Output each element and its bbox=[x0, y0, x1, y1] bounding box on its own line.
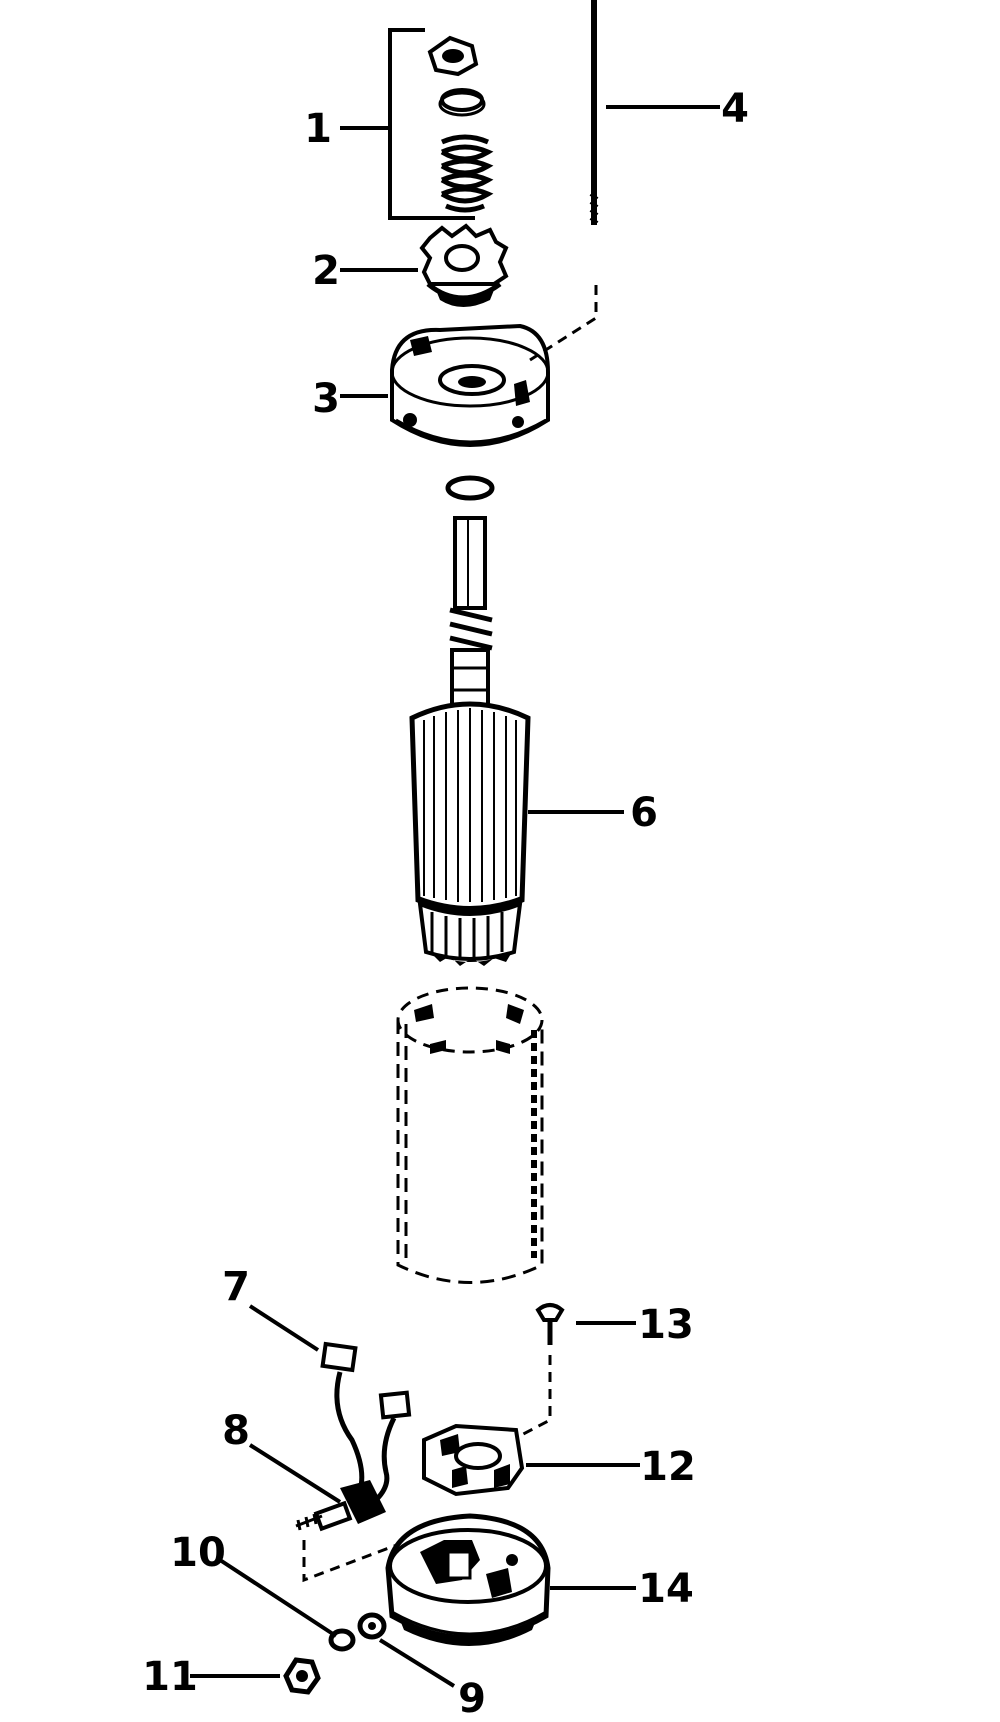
callout-3: 3 bbox=[312, 376, 340, 422]
part-4-through-bolt bbox=[529, 0, 720, 362]
part-12-brush-holder bbox=[422, 1423, 640, 1497]
part-2-pinion-gear bbox=[340, 223, 509, 307]
field-frame-housing bbox=[396, 986, 544, 1284]
callout-1: 1 bbox=[304, 106, 332, 152]
part-7-brush-leads bbox=[248, 1304, 412, 1502]
part-11-hex-nut bbox=[190, 1657, 321, 1695]
callout-4: 4 bbox=[721, 86, 749, 132]
callout-6: 6 bbox=[630, 790, 658, 836]
callout-8: 8 bbox=[222, 1408, 250, 1454]
o-ring bbox=[445, 475, 495, 501]
callout-9: 9 bbox=[458, 1676, 486, 1722]
callout-14: 14 bbox=[638, 1566, 694, 1612]
callout-2: 2 bbox=[312, 248, 340, 294]
part-10-lock-washer bbox=[218, 1558, 356, 1652]
part-6-armature bbox=[409, 516, 624, 966]
part-9-flat-washer bbox=[357, 1612, 456, 1688]
callout-12: 12 bbox=[640, 1444, 696, 1490]
part-14-end-cap bbox=[385, 1513, 636, 1646]
callout-13: 13 bbox=[638, 1302, 694, 1348]
part-8-terminal-stud bbox=[248, 1443, 411, 1583]
callout-7: 7 bbox=[222, 1264, 250, 1310]
part-1-nut-washer-spring bbox=[340, 28, 494, 220]
callout-10: 10 bbox=[170, 1530, 226, 1576]
callout-labels: 1 2 3 4 6 7 8 9 10 11 12 13 14 bbox=[142, 86, 749, 1722]
callout-11: 11 bbox=[142, 1654, 198, 1700]
part-3-drive-end-housing bbox=[340, 323, 550, 447]
part-13-screw bbox=[511, 1303, 636, 1442]
